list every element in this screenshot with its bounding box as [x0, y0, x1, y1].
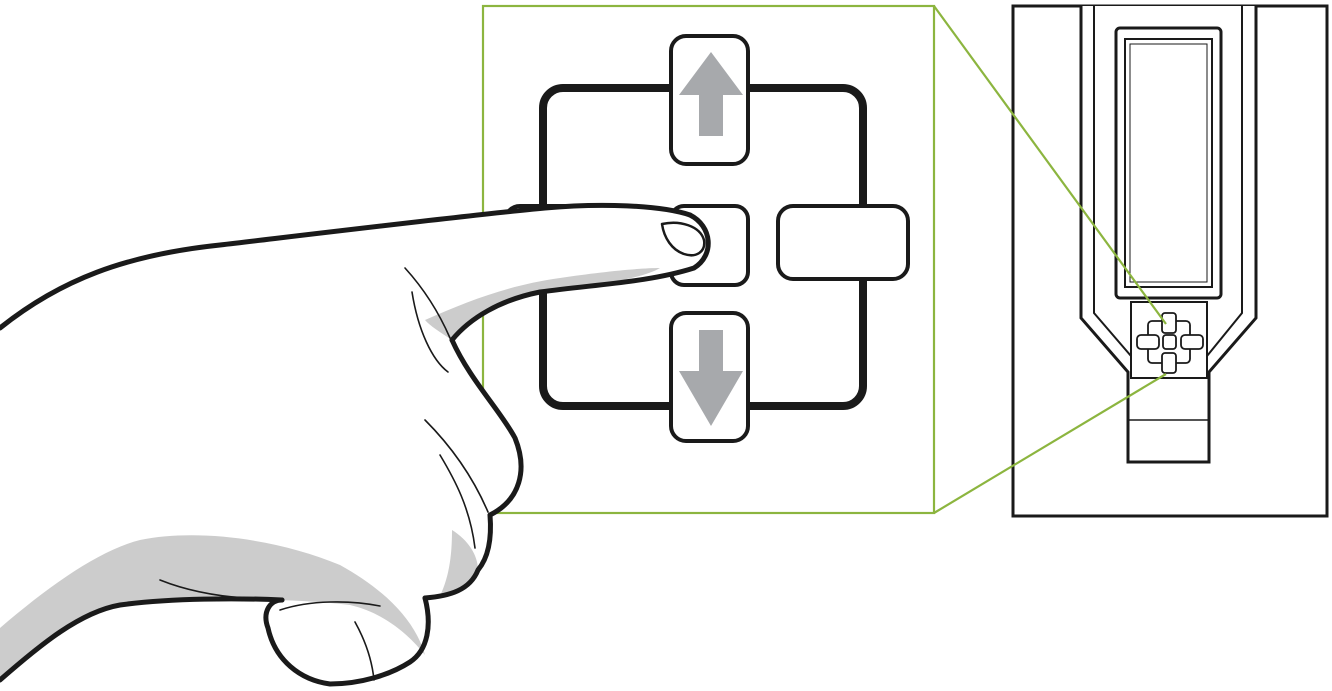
hand-creases	[159, 267, 489, 681]
mini-dpad-up	[1161, 312, 1177, 334]
mini-dpad-center	[1162, 334, 1177, 350]
device-screen	[1124, 38, 1213, 288]
arrow-up-icon	[679, 52, 743, 136]
hand-outline	[0, 202, 711, 687]
callout-lines	[933, 5, 1167, 514]
device-inner-outline	[1093, 6, 1243, 357]
callout-line-top	[933, 5, 1167, 325]
fingernail	[660, 221, 706, 257]
mini-dpad-down	[1161, 352, 1177, 374]
arrow-down-icon	[679, 330, 743, 426]
thumb-shadow	[0, 535, 425, 680]
hand-illustration	[0, 202, 711, 687]
mini-dpad	[1136, 312, 1204, 374]
dpad-right-button[interactable]	[776, 204, 910, 281]
dpad-down-button[interactable]	[669, 311, 750, 443]
knuckle-shadow	[440, 530, 478, 596]
callout-line-bottom	[933, 373, 1167, 514]
dpad-up-button[interactable]	[669, 34, 750, 166]
device-screen-inner	[1129, 43, 1208, 283]
mini-dpad-right	[1180, 334, 1204, 350]
device-overview	[1011, 4, 1329, 518]
mini-dpad-left	[1136, 334, 1160, 350]
